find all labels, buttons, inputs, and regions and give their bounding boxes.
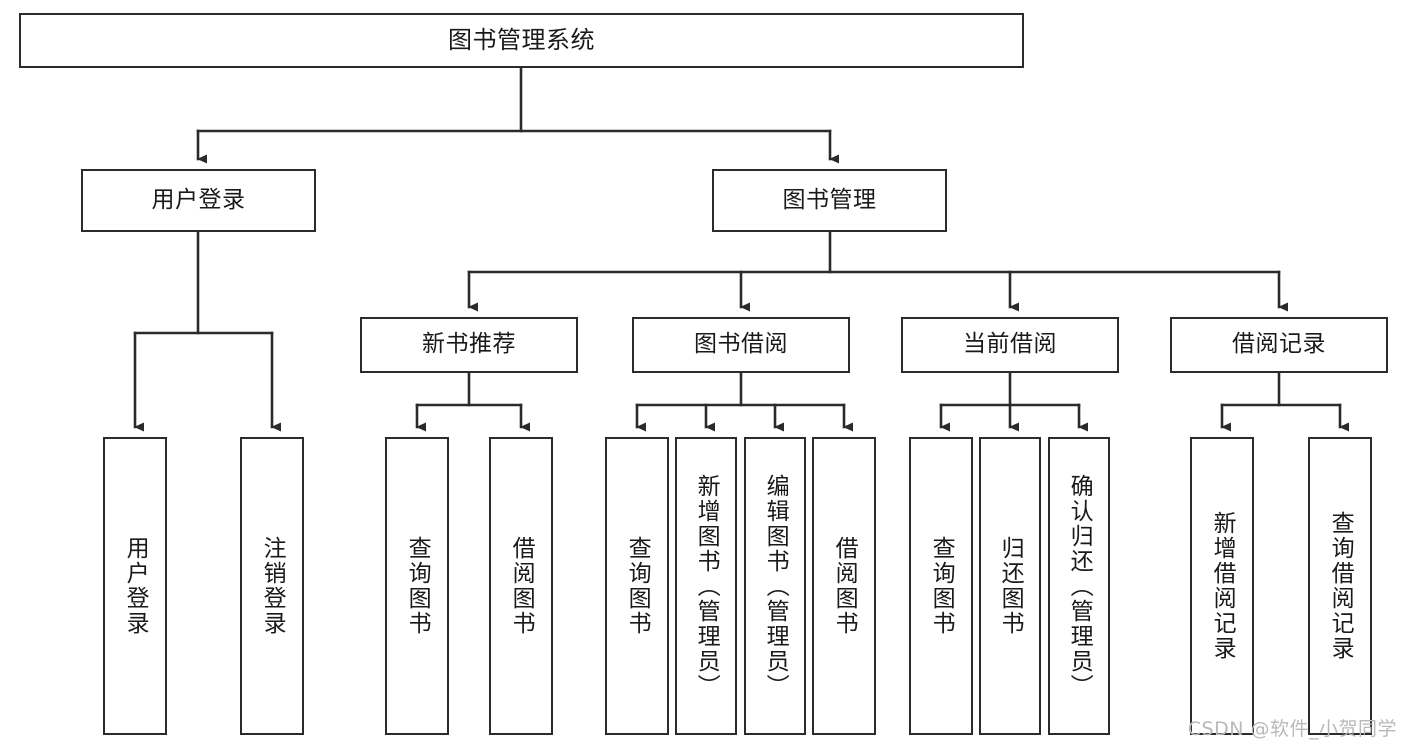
node-label: 编辑图书（管理员） <box>762 473 789 699</box>
leaf-user-login-login[interactable]: 用户登录 <box>103 437 167 735</box>
leaf-record-add-borrow-record[interactable]: 新增借阅记录 <box>1190 437 1254 735</box>
leaf-user-login-logout[interactable]: 注销登录 <box>240 437 304 735</box>
node-new-book-recommend[interactable]: 新书推荐 <box>360 317 578 373</box>
node-label: 查询图书 <box>624 536 651 636</box>
node-root-book-management-system[interactable]: 图书管理系统 <box>19 13 1024 68</box>
node-label: 图书管理系统 <box>448 26 595 55</box>
leaf-borrow-add-book-admin[interactable]: 新增图书（管理员） <box>675 437 737 735</box>
node-label: 查询借阅记录 <box>1327 511 1354 661</box>
node-book-management[interactable]: 图书管理 <box>712 169 947 232</box>
node-label: 新增借阅记录 <box>1209 511 1236 661</box>
node-label: 归还图书 <box>997 536 1024 636</box>
node-label: 图书借阅 <box>694 331 788 358</box>
node-label: 注销登录 <box>259 536 286 636</box>
node-label: 新书推荐 <box>422 331 516 358</box>
leaf-current-query-book[interactable]: 查询图书 <box>909 437 973 735</box>
node-label: 确认归还（管理员） <box>1066 473 1093 699</box>
node-label: 新增图书（管理员） <box>693 473 720 699</box>
leaf-recommend-query-book[interactable]: 查询图书 <box>385 437 449 735</box>
node-label: 借阅记录 <box>1232 331 1326 358</box>
node-borrow-record[interactable]: 借阅记录 <box>1170 317 1388 373</box>
leaf-current-confirm-return-admin[interactable]: 确认归还（管理员） <box>1048 437 1110 735</box>
leaf-borrow-borrow-book[interactable]: 借阅图书 <box>812 437 876 735</box>
leaf-recommend-borrow-book[interactable]: 借阅图书 <box>489 437 553 735</box>
leaf-record-query-borrow-record[interactable]: 查询借阅记录 <box>1308 437 1372 735</box>
node-label: 当前借阅 <box>963 331 1057 358</box>
node-label: 用户登录 <box>122 536 149 636</box>
node-label: 借阅图书 <box>508 536 535 636</box>
node-label: 借阅图书 <box>831 536 858 636</box>
node-label: 查询图书 <box>928 536 955 636</box>
node-label: 查询图书 <box>404 536 431 636</box>
leaf-borrow-query-book[interactable]: 查询图书 <box>605 437 669 735</box>
node-label: 图书管理 <box>782 186 877 213</box>
node-book-borrow[interactable]: 图书借阅 <box>632 317 850 373</box>
node-current-borrow[interactable]: 当前借阅 <box>901 317 1119 373</box>
node-user-login[interactable]: 用户登录 <box>81 169 316 232</box>
leaf-borrow-edit-book-admin[interactable]: 编辑图书（管理员） <box>744 437 806 735</box>
csdn-watermark: CSDN @软件_小贺同学 <box>1187 718 1397 740</box>
leaf-current-return-book[interactable]: 归还图书 <box>979 437 1041 735</box>
node-label: 用户登录 <box>151 186 246 213</box>
